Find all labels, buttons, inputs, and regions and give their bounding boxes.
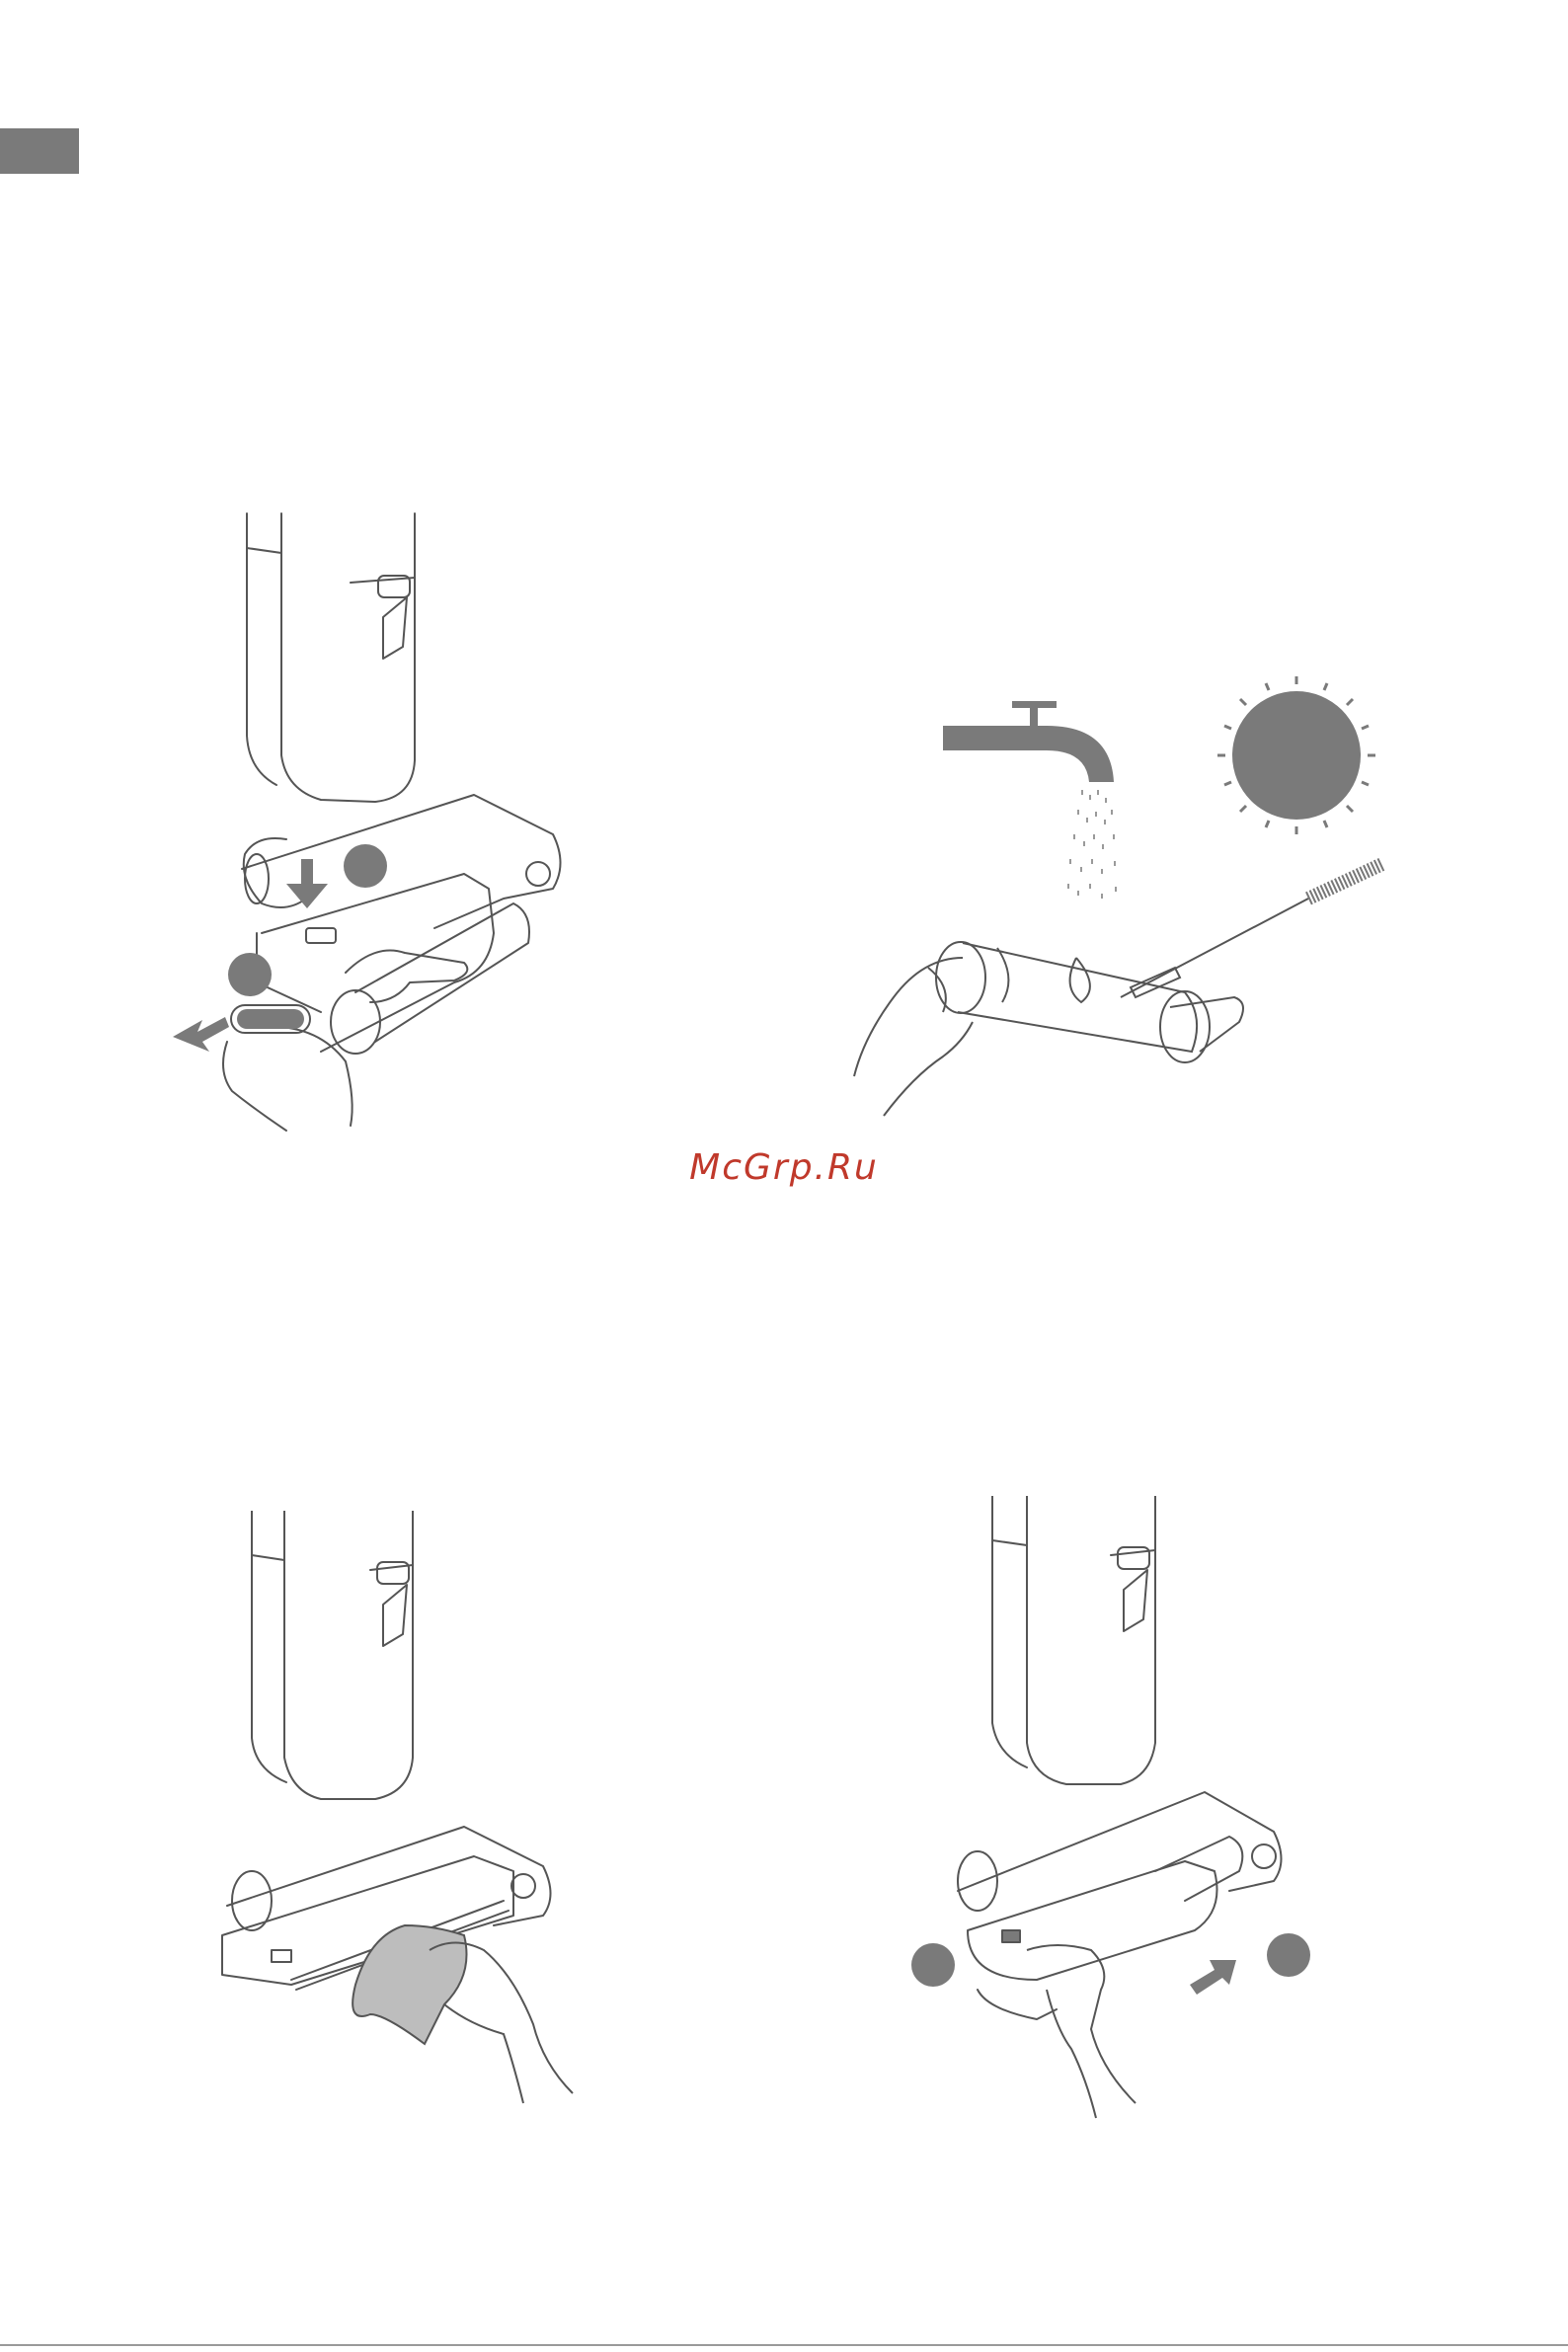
section-tab <box>0 128 79 174</box>
vacuum-icon <box>148 509 632 1145</box>
watermark-text: McGrp.Ru <box>0 1147 1568 1188</box>
water-drops-icon <box>1067 790 1117 899</box>
step-badge-2 <box>344 844 387 888</box>
vacuum-icon <box>197 1511 592 2113</box>
hand-icon <box>854 958 973 1116</box>
faucet-icon <box>834 671 1397 1121</box>
figure-remove-roller <box>148 509 632 1145</box>
sun-icon <box>1217 676 1375 834</box>
step-badge-1 <box>228 953 272 996</box>
vacuum-icon <box>889 1496 1333 2128</box>
arrow-left-icon <box>173 1017 229 1052</box>
figure-wipe-brush-head <box>197 1511 592 2113</box>
footer-rule <box>0 2344 1568 2346</box>
hand-icon <box>1027 1945 1136 2118</box>
figure-install-roller <box>889 1496 1333 2128</box>
arrow-down-icon <box>286 859 328 908</box>
brush-icon <box>1121 864 1382 997</box>
roller-icon <box>936 942 1243 1062</box>
figure-wash-dry-roller <box>834 671 1397 1121</box>
step-badge-1 <box>911 1943 955 1987</box>
step-badge-2 <box>1267 1933 1310 1977</box>
arrow-right-icon <box>1190 1960 1236 1995</box>
